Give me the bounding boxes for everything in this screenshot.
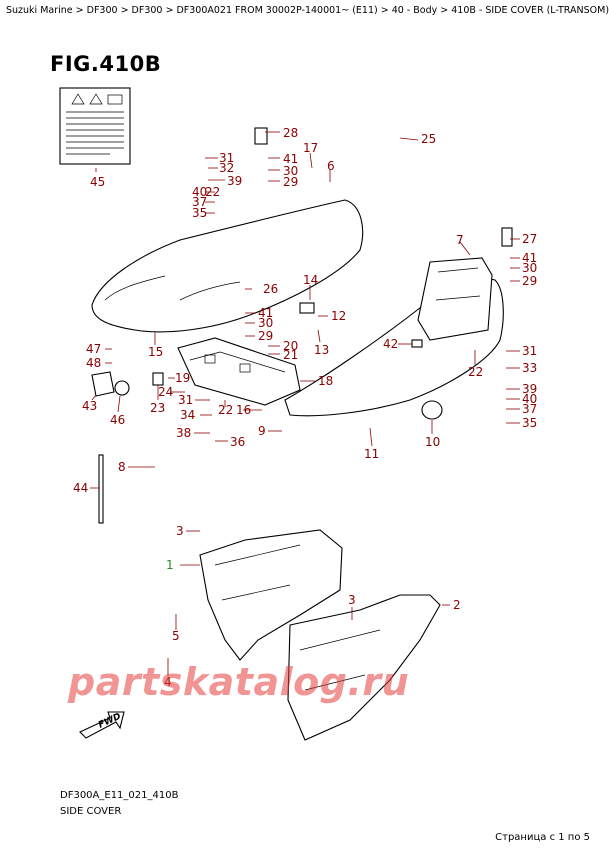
callout-35b[interactable]: 35 (522, 416, 537, 430)
callout-35a[interactable]: 35 (192, 206, 207, 220)
callout-29c[interactable]: 29 (258, 329, 273, 343)
callout-30c[interactable]: 30 (258, 316, 273, 330)
callout-41b[interactable]: 41 (522, 251, 537, 265)
callout-20[interactable]: 20 (283, 339, 298, 353)
side-cover-left-part (199, 529, 343, 661)
callout-33[interactable]: 33 (522, 361, 537, 375)
callout-21[interactable]: 21 (283, 348, 298, 362)
callout-8[interactable]: 8 (118, 460, 126, 474)
diagram-code: DF300A_E11_021_410B (60, 790, 179, 801)
callout-30a[interactable]: 30 (283, 164, 298, 178)
callout-43[interactable]: 43 (82, 399, 97, 413)
callout-14[interactable]: 14 (303, 273, 318, 287)
callout-37a[interactable]: 37 (192, 195, 207, 209)
callout-4[interactable]: 4 (164, 675, 172, 689)
callout-24[interactable]: 24 (158, 385, 173, 399)
callout-47[interactable]: 47 (86, 342, 101, 356)
callout-22c[interactable]: 22 (218, 403, 233, 417)
callout-17[interactable]: 17 (303, 141, 318, 155)
callout-18[interactable]: 18 (318, 374, 333, 388)
callout-37b[interactable]: 37 (522, 402, 537, 416)
callout-32[interactable]: 32 (219, 161, 234, 175)
callout-41c[interactable]: 41 (258, 306, 273, 320)
callout-16[interactable]: 16 (236, 403, 251, 417)
callout-13[interactable]: 13 (314, 343, 329, 357)
callout-23[interactable]: 23 (150, 401, 165, 415)
callouts: 28 25 17 6 41 30 29 45 31 32 39 40 22 37… (73, 126, 537, 689)
callout-40b[interactable]: 40 (522, 392, 537, 406)
callout-39b[interactable]: 39 (522, 382, 537, 396)
watermark: partskatalog.ru (68, 660, 410, 704)
callout-29b[interactable]: 29 (522, 274, 537, 288)
callout-19[interactable]: 19 (175, 371, 190, 385)
callout-3a[interactable]: 3 (176, 524, 184, 538)
callout-27[interactable]: 27 (522, 232, 537, 246)
callout-28[interactable]: 28 (283, 126, 298, 140)
callout-40a[interactable]: 40 (192, 185, 207, 199)
breadcrumb[interactable]: Suzuki Marine > DF300 > DF300 > DF300A02… (6, 5, 609, 16)
callout-2[interactable]: 2 (453, 598, 461, 612)
callout-6[interactable]: 6 (327, 159, 335, 173)
callout-41a[interactable]: 41 (283, 152, 298, 166)
callout-36[interactable]: 36 (230, 435, 245, 449)
callout-25[interactable]: 25 (421, 132, 436, 146)
small-parts (91, 127, 513, 524)
bracket-assembly-part (177, 337, 301, 406)
callout-38[interactable]: 38 (176, 426, 191, 440)
callout-34[interactable]: 34 (180, 408, 195, 422)
callout-46[interactable]: 46 (110, 413, 125, 427)
callout-11[interactable]: 11 (364, 447, 379, 461)
callout-9[interactable]: 9 (258, 424, 266, 438)
callout-15[interactable]: 15 (148, 345, 163, 359)
diagram-subtitle: SIDE COVER (60, 806, 122, 817)
callout-31b[interactable]: 31 (178, 393, 193, 407)
callout-45[interactable]: 45 (90, 175, 105, 189)
figure-title: FIG.410B (50, 52, 162, 76)
callout-31a[interactable]: 31 (219, 151, 234, 165)
callout-10[interactable]: 10 (425, 435, 440, 449)
callout-31c[interactable]: 31 (522, 344, 537, 358)
side-cover-right-part (287, 594, 441, 741)
lower-seal-frame-part (145, 437, 393, 523)
page-indicator: Страница с 1 по 5 (495, 832, 590, 843)
callout-1[interactable]: 1 (166, 558, 174, 572)
callout-26[interactable]: 26 (263, 282, 278, 296)
fwd-arrow-icon: FWD (79, 711, 125, 739)
callout-22b[interactable]: 22 (468, 365, 483, 379)
warning-label-part (59, 87, 131, 165)
callout-5[interactable]: 5 (172, 629, 180, 643)
callout-3b[interactable]: 3 (348, 593, 356, 607)
callout-39a[interactable]: 39 (227, 174, 242, 188)
callout-22a[interactable]: 22 (205, 185, 220, 199)
callout-42[interactable]: 42 (383, 337, 398, 351)
upper-side-cover-part (91, 199, 504, 420)
callout-44[interactable]: 44 (73, 481, 88, 495)
callout-7[interactable]: 7 (456, 233, 464, 247)
callout-48[interactable]: 48 (86, 356, 101, 370)
callout-30b[interactable]: 30 (522, 261, 537, 275)
callout-12[interactable]: 12 (331, 309, 346, 323)
callout-29a[interactable]: 29 (283, 175, 298, 189)
leader-lines (90, 131, 520, 676)
